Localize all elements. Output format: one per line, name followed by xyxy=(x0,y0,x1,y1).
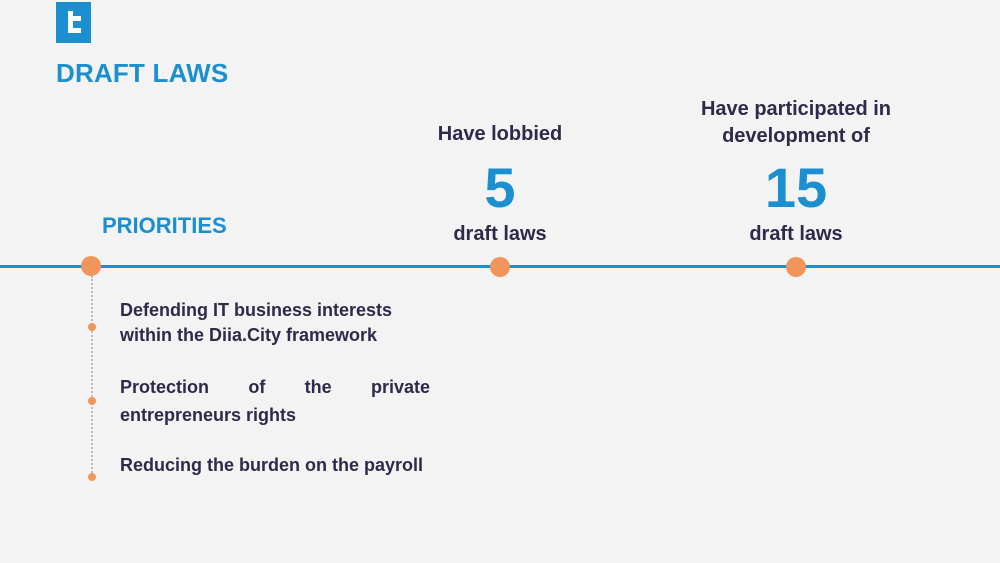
logo xyxy=(56,2,91,43)
stat-heading: Have lobbied xyxy=(437,123,563,145)
stat-caption: draft laws xyxy=(749,223,843,245)
priority-item: Protection of the private entrepreneurs … xyxy=(120,377,430,425)
timeline-dot xyxy=(490,257,510,277)
stat-caption: draft laws xyxy=(453,223,547,245)
stat-heading: Have participated in development of xyxy=(700,98,892,147)
priorities-title: PRIORITIES xyxy=(102,213,227,238)
stat-lobbied: Have lobbied 5 draft laws xyxy=(400,0,600,250)
timeline-dot xyxy=(81,256,101,276)
stat-participated: Have participated in development of 15 d… xyxy=(680,0,912,250)
stat-number: 15 xyxy=(764,156,828,219)
timeline-dot xyxy=(786,257,806,277)
priorities-dotted-line xyxy=(91,276,93,476)
bullet-dot xyxy=(88,323,96,331)
priority-item: Reducing the burden on the payroll xyxy=(120,455,424,475)
priority-item: Defending IT business interests within t… xyxy=(120,300,393,345)
bullet-dot xyxy=(88,473,96,481)
bullet-dot xyxy=(88,397,96,405)
stat-number: 5 xyxy=(484,156,516,219)
page-title: DRAFT LAWS xyxy=(56,58,229,88)
t-logo-icon xyxy=(68,11,81,33)
